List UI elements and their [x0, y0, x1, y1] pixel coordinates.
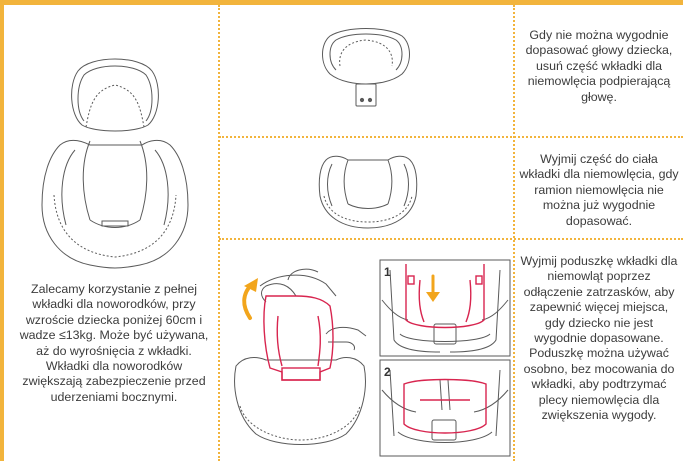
row2-text: Wyjmij część do ciała wkładki dla niemow…: [519, 152, 679, 229]
step-label-1: 1: [384, 265, 391, 279]
left-caption: Zalecamy korzystanie z pełnej wkładki dl…: [16, 282, 212, 405]
cushion-removal-illustration: [226, 256, 376, 456]
full-infant-insert-illustration: [20, 45, 210, 275]
row-divider-1: [219, 136, 683, 138]
body-support-illustration: [318, 146, 418, 230]
head-support-illustration: [316, 28, 416, 118]
row1-text: Gdy nie można wygodnie dopasować głowy d…: [519, 28, 679, 105]
step-panels-illustration: 1 2: [380, 260, 510, 456]
column-divider-left: [218, 5, 220, 461]
row-divider-2: [219, 238, 683, 240]
row3-text: Wyjmij poduszkę wkładki dla niemowląt po…: [519, 254, 679, 423]
step-label-2: 2: [384, 365, 391, 379]
column-divider-right: [513, 5, 515, 461]
